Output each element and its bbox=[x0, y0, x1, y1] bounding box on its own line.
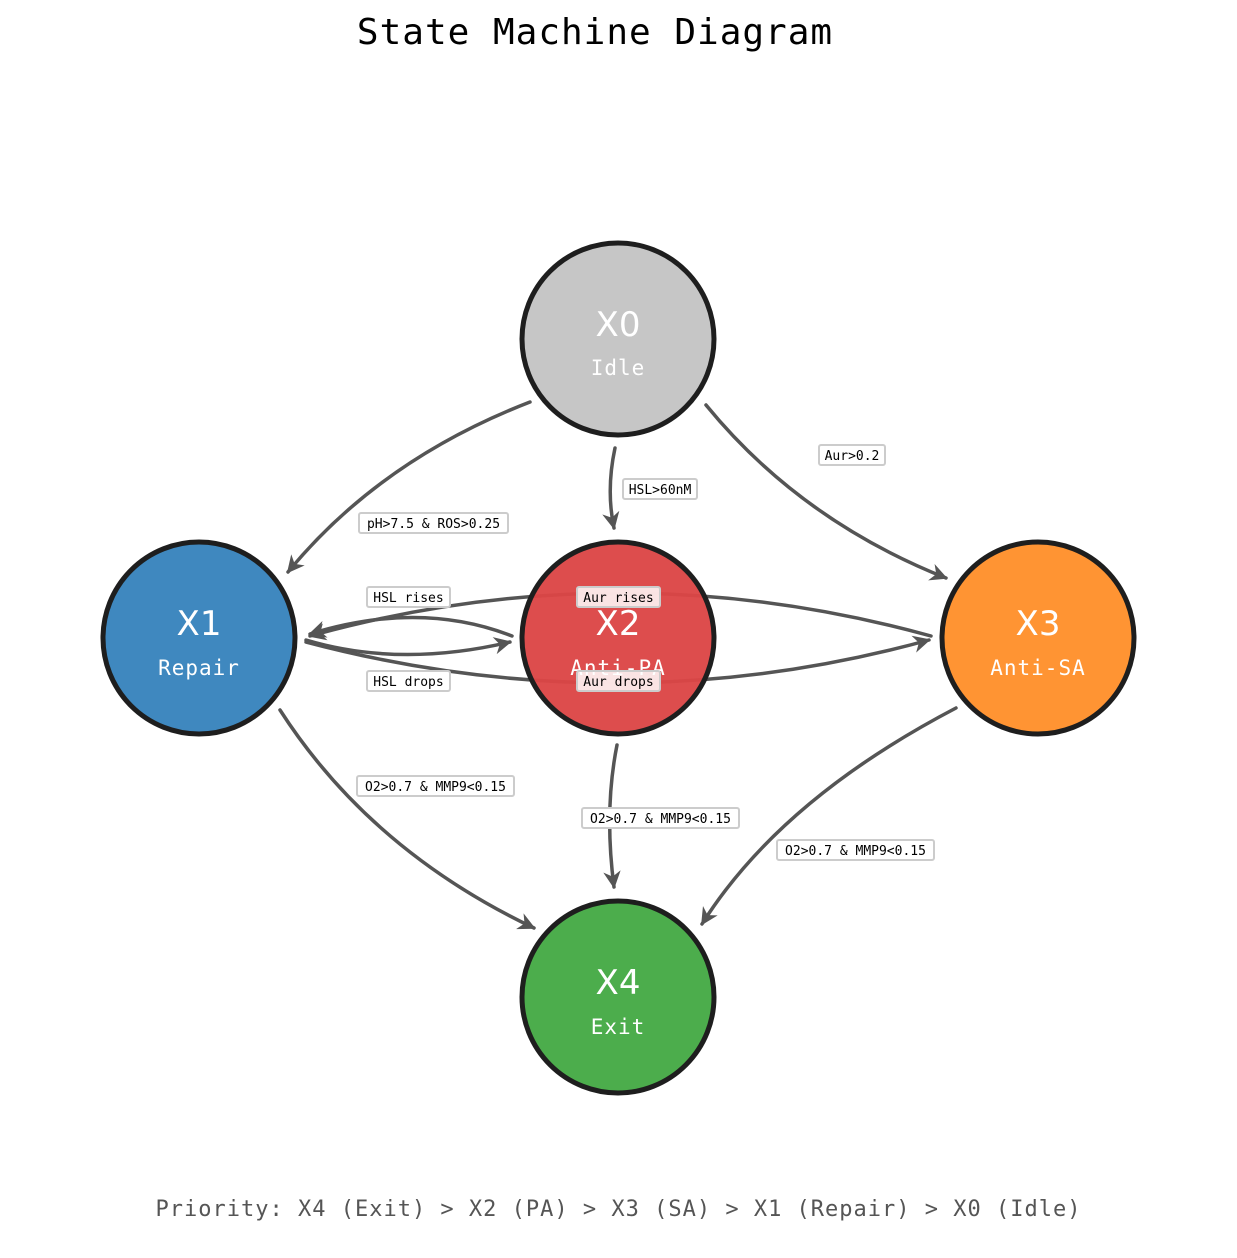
edge-x0-x3-arrow bbox=[704, 403, 948, 581]
edge-label-box bbox=[366, 586, 451, 608]
state-node-x2[interactable]: X2 Anti-PA bbox=[519, 539, 717, 737]
state-node-x0[interactable]: X0 Idle bbox=[519, 240, 717, 438]
node-x1-name: Repair bbox=[158, 656, 240, 680]
edge-label-x1-x4-text: O2>0.7 & MMP9<0.15 bbox=[365, 780, 506, 795]
edge-x0-x1-arrow bbox=[286, 400, 532, 574]
edge-x2-x1-arrow bbox=[308, 615, 514, 638]
node-x0-id: X0 bbox=[596, 305, 641, 345]
node-x1-circle bbox=[100, 539, 298, 737]
edge-label-x0-x1: pH>7.5 & ROS>0.25 bbox=[358, 512, 509, 534]
edge-label-x2-x1: HSL rises bbox=[366, 586, 451, 608]
state-node-x1[interactable]: X1 Repair bbox=[100, 539, 298, 737]
diagram-title: State Machine Diagram bbox=[356, 12, 834, 53]
edge-labels-layer: pH>7.5 & ROS>0.25 HSL>60nM Aur>0.2 HSL r… bbox=[356, 444, 935, 861]
edge-label-box bbox=[776, 839, 935, 861]
state-node-x3[interactable]: X3 Anti-SA bbox=[939, 539, 1137, 737]
edge-label-x2-x4-text: O2>0.7 & MMP9<0.15 bbox=[590, 812, 731, 827]
edge-label-x2-x1-text: HSL rises bbox=[373, 591, 443, 606]
edge-label-box bbox=[366, 670, 451, 692]
node-x0-circle bbox=[519, 240, 717, 438]
edge-label-x0-x1-text: pH>7.5 & ROS>0.25 bbox=[367, 517, 500, 532]
edge-x1-x2-arrow bbox=[304, 637, 512, 657]
edge-label-x0-x2-text: HSL>60nM bbox=[629, 483, 692, 498]
edge-label-x3-x1-text: Aur rises bbox=[583, 591, 653, 606]
node-x3-id: X3 bbox=[1016, 604, 1061, 644]
state-node-x4[interactable]: X4 Exit bbox=[519, 898, 717, 1096]
edge-label-x1-x4: O2>0.7 & MMP9<0.15 bbox=[356, 775, 515, 797]
edge-label-x0-x3: Aur>0.2 bbox=[818, 444, 886, 466]
edge-label-x3-x4-text: O2>0.7 & MMP9<0.15 bbox=[785, 844, 926, 859]
edge-label-x1-x2: HSL drops bbox=[366, 670, 451, 692]
edge-x0-x2-arrow bbox=[602, 446, 620, 530]
edge-label-x0-x2: HSL>60nM bbox=[622, 478, 698, 500]
edge-label-box bbox=[818, 444, 886, 466]
node-x1-id: X1 bbox=[177, 604, 222, 644]
edge-label-x2-x4: O2>0.7 & MMP9<0.15 bbox=[581, 807, 740, 829]
node-x2-circle bbox=[519, 539, 717, 737]
edge-label-box bbox=[622, 478, 698, 500]
edge-label-x0-x3-text: Aur>0.2 bbox=[825, 449, 880, 464]
nodes-layer: X0 Idle X1 Repair X2 Anti-PA X3 Anti-SA … bbox=[100, 240, 1137, 1096]
edge-label-box bbox=[581, 807, 740, 829]
node-x3-name: Anti-SA bbox=[990, 656, 1086, 680]
edge-label-box bbox=[576, 586, 661, 608]
edge-label-x3-x4: O2>0.7 & MMP9<0.15 bbox=[776, 839, 935, 861]
node-x4-id: X4 bbox=[596, 963, 641, 1003]
node-x0-name: Idle bbox=[591, 356, 646, 380]
node-x4-circle bbox=[519, 898, 717, 1096]
edge-label-x1-x2-text: HSL drops bbox=[373, 675, 443, 690]
priority-note: Priority: X4 (Exit) > X2 (PA) > X3 (SA) … bbox=[155, 1197, 1082, 1222]
node-x3-circle bbox=[939, 539, 1137, 737]
edge-label-x1-x3-text: Aur drops bbox=[583, 675, 653, 690]
edge-x1-x4-arrow bbox=[278, 708, 536, 930]
node-x4-name: Exit bbox=[591, 1015, 646, 1039]
node-x2-id: X2 bbox=[596, 604, 641, 644]
edge-label-x3-x1: Aur rises bbox=[576, 586, 661, 608]
edge-label-box bbox=[358, 512, 509, 534]
edge-label-box bbox=[356, 775, 515, 797]
edge-label-box bbox=[576, 670, 661, 692]
edge-label-x1-x3: Aur drops bbox=[576, 670, 661, 692]
edge-x3-x4-arrow bbox=[700, 706, 958, 926]
